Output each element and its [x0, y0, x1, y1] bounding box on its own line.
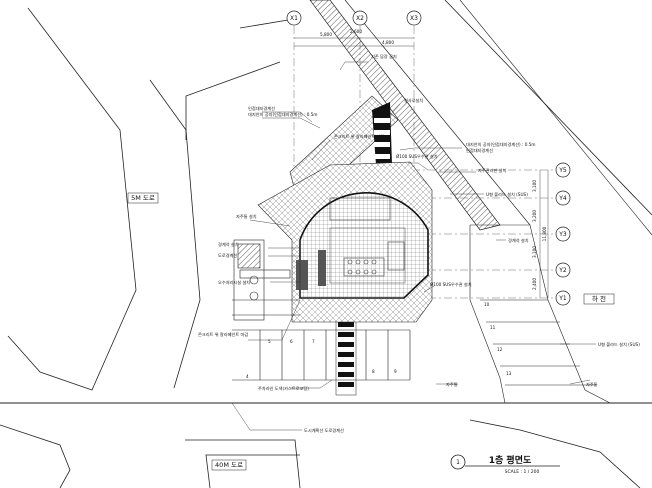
- grid-y5: Y5: [555, 162, 571, 178]
- svg-text:Y4: Y4: [558, 195, 567, 202]
- stall-number: 7: [312, 339, 315, 344]
- label-boundary-install: 경계석 설치: [218, 241, 239, 248]
- label-concrete-finish: 콘크리트 위 칼라페인트 마감: [198, 331, 248, 338]
- label-ubolard-right: U형 볼라드 설치 (SUS): [598, 341, 640, 348]
- road-40m-label: 40M 도로: [215, 461, 243, 469]
- dim-right-4: 2,400: [532, 278, 537, 290]
- svg-text:Y1: Y1: [558, 295, 567, 302]
- road-labels: 5M 도로 40M 도로 하 천: [127, 192, 615, 471]
- dim-top-left: 5,800: [320, 32, 332, 37]
- stall-number: 8: [372, 369, 375, 374]
- stall-number: 10: [484, 302, 490, 307]
- dim-top-mid: 2,600: [350, 29, 362, 34]
- label-stopper-right: 자주통: [586, 381, 598, 388]
- svg-text:Y2: Y2: [558, 267, 567, 274]
- grid-y3: Y3: [555, 226, 571, 242]
- label-parking-note: 주차라인 도색(카스트로코팅): [258, 385, 309, 392]
- dim-right-2: 3,200: [532, 210, 537, 222]
- dimension-lines: [294, 37, 549, 298]
- label-adjacent-right: 인접대지경계선: [466, 147, 493, 154]
- river-area: [469, 224, 611, 404]
- label-drain-right: 대지안의 공지(인접대지경계선) : 0.5m: [466, 141, 536, 148]
- stall-number: 9: [394, 369, 397, 374]
- label-ramp-install: 경계석 설치: [508, 237, 529, 244]
- label-stop-install: 자주통 설치: [236, 213, 257, 220]
- grid-x2: X2: [352, 10, 368, 26]
- parking-stalls-bottom: [232, 299, 411, 381]
- stall-number: 11: [490, 325, 496, 330]
- label-parking-stop: 자주관리판 설치: [478, 167, 506, 174]
- dim-top-right: 4,800: [382, 40, 394, 45]
- stall-number: 12: [497, 347, 503, 352]
- grid-x3: X3: [406, 10, 422, 26]
- label-drain-line: 대지안의 공지(인접대지경계선) : 0.5m: [248, 111, 318, 118]
- road-5m-label: 5M 도로: [131, 194, 155, 202]
- svg-text:Y5: Y5: [558, 167, 567, 174]
- river-label: 하 천: [592, 294, 606, 303]
- grid-y1: Y1: [555, 290, 571, 306]
- label-city-plan: 도시계획선 도로경계선: [304, 427, 344, 434]
- stall-number: 4: [246, 374, 249, 379]
- svg-text:X2: X2: [356, 15, 364, 22]
- label-road-boundary: 도로경계선: [218, 252, 237, 259]
- label-sus-pipe-top: Ø100 SUS우수관 설치: [396, 153, 438, 160]
- grid-x1: X1: [286, 10, 302, 26]
- left-structure: [233, 239, 291, 321]
- label-stopper-left: 자주통: [446, 381, 458, 388]
- drawing-scale: SCALE : 1 / 200: [505, 469, 540, 475]
- label-existing-fence: 기존 담장 공지: [371, 53, 397, 60]
- leader-lines: [231, 61, 596, 431]
- label-adjacent-shield: 인접대지경계선: [248, 105, 275, 112]
- drawing-number: 1: [456, 459, 460, 466]
- svg-text:X1: X1: [290, 15, 298, 22]
- grid-y4: Y4: [555, 190, 571, 206]
- stall-number: 6: [290, 339, 293, 344]
- grid-bubbles: X1 X2 X3 Y5 Y4 Y3 Y2 Y1: [286, 10, 571, 306]
- grid-y2: Y2: [555, 262, 571, 278]
- dim-right-1: 3,100: [532, 180, 537, 192]
- label-accessible-install: 오수처리시설 설치: [218, 279, 250, 286]
- title-block: 1 1층 평면도 SCALE : 1 / 200: [450, 454, 560, 475]
- crosswalk: [335, 319, 357, 396]
- drawing-title: 1층 평면도: [489, 454, 532, 466]
- svg-text:Y3: Y3: [558, 231, 567, 238]
- dim-right-3: 3,100: [532, 246, 537, 258]
- dim-right-total: 11,800: [542, 226, 547, 241]
- label-concrete-walkway: 콘크리트 위 칼라페인트 마감: [334, 133, 384, 140]
- label-ubolard-sus: U형 볼라드 설치 (SUS): [486, 191, 528, 198]
- parking-numbers: 4 5 6 7 8 9 10 11 12 13: [246, 302, 512, 379]
- annotations: 기존 담장 공지 인접대지경계선 대지안의 공지(인접대지경계선) : 0.5m…: [198, 53, 640, 434]
- label-guide-light: 경사로설치: [404, 97, 423, 104]
- label-sus-pipe-bottom: Ø100 SUS우수관 설치: [430, 281, 472, 288]
- svg-text:X3: X3: [410, 15, 418, 22]
- stall-number: 13: [506, 371, 512, 376]
- stall-number: 5: [268, 339, 271, 344]
- building-footprint: [296, 192, 429, 299]
